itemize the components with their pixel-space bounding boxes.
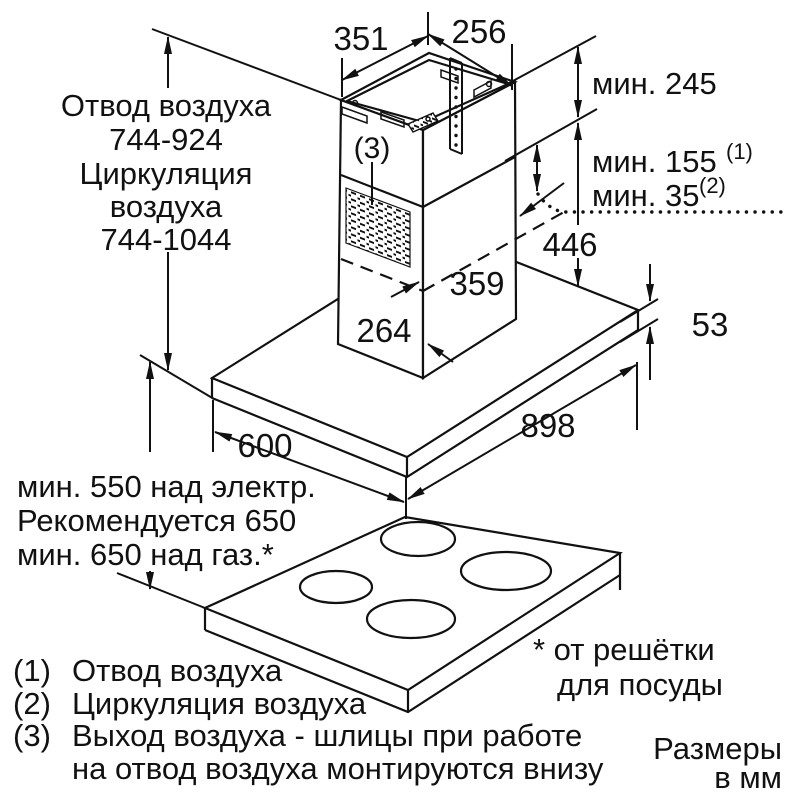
units-line-2: в мм [714, 760, 782, 795]
dim-600: 600 [237, 427, 292, 464]
clearance-line-1: мин. 550 над электр. [17, 469, 316, 504]
dim-min35-sup: (2) [699, 173, 726, 198]
dim-256: 256 [451, 13, 506, 50]
height-line-3: Циркуляция [80, 156, 253, 191]
dim-898: 898 [520, 407, 575, 444]
footnote-2-num: (2) [13, 686, 51, 721]
burner-front [365, 598, 457, 640]
units-line-1: Размеры [653, 731, 782, 766]
footnote-3-text-cont: на отвод воздуха монтируются внизу [72, 751, 604, 786]
dimension-lines [116, 12, 790, 609]
footnote-1-num: (1) [13, 653, 51, 688]
height-range-block: Отвод воздуха 744-924 Циркуляция воздуха… [61, 88, 272, 257]
dim-min35: мин. 35 [592, 178, 699, 213]
dim-min155-sup: (1) [726, 139, 753, 164]
height-line-5: 744-1044 [100, 222, 231, 257]
burner-left [298, 569, 374, 605]
dim-446: 446 [542, 226, 597, 263]
dim-53: 53 [692, 306, 729, 343]
asterisk-line-2: для посуды [557, 667, 723, 702]
dim-min245: мин. 245 [592, 66, 717, 101]
asterisk-line-1: * от решётки [533, 632, 715, 667]
dim-264: 264 [356, 312, 411, 349]
dim-359: 359 [449, 265, 504, 302]
units-note: Размеры в мм [653, 731, 782, 795]
dim-min155: мин. 155 [592, 144, 717, 179]
height-line-2: 744-924 [109, 122, 223, 157]
footnote-3-text: Выход воздуха - шлицы при работе [72, 718, 582, 753]
height-line-1: Отвод воздуха [61, 88, 272, 123]
air-outlet-grille [345, 187, 411, 268]
footnotes-block: (1) Отвод воздуха (2) Циркуляция воздуха… [13, 653, 604, 786]
dim-351: 351 [333, 20, 388, 57]
burner-right [459, 550, 553, 592]
burner-back [379, 520, 457, 558]
cooktop [202, 515, 623, 714]
footnote-2-text: Циркуляция воздуха [72, 686, 367, 721]
clearance-line-3: мин. 650 над газ.* [17, 537, 274, 572]
labels: 351 256 мин. 245 мин. 155 (1) мин. 35 (2… [13, 13, 782, 795]
asterisk-note: * от решётки для посуды [533, 632, 723, 702]
marker-3: (3) [354, 132, 391, 165]
clearance-line-2: Рекомендуется 650 [17, 503, 296, 538]
footnote-1-text: Отвод воздуха [72, 653, 283, 688]
height-line-4: воздуха [110, 189, 223, 224]
footnote-3-num: (3) [13, 718, 51, 753]
clearance-block: мин. 550 над электр. Рекомендуется 650 м… [17, 469, 316, 572]
chimney-seam [340, 156, 516, 209]
